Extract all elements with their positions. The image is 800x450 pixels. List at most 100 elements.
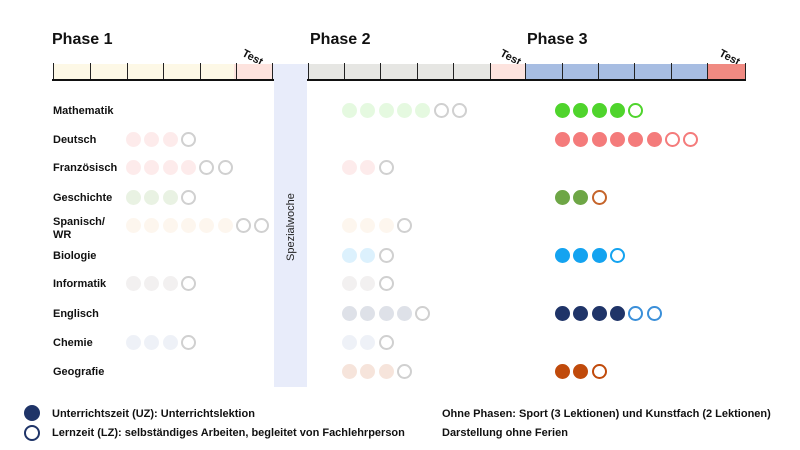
subject-label: Spanisch/ WR: [53, 216, 105, 241]
lz-lesson-dot: [664, 132, 680, 147]
uz-lesson-dot: [162, 276, 178, 291]
subject-label: Geschichte: [53, 192, 113, 204]
subject-label: Informatik: [53, 278, 107, 290]
uz-lesson-dot: [342, 335, 357, 350]
uz-lesson-dot: [342, 364, 357, 379]
uz-lesson-dot: [342, 218, 357, 233]
uz-lesson-dot: [396, 103, 412, 118]
uz-lesson-dot: [144, 132, 160, 147]
uz-lesson-dot: [573, 103, 589, 118]
uz-lesson-dot: [162, 218, 178, 233]
phase-2-segment: [308, 64, 490, 80]
lz-lesson-dot: [646, 306, 662, 321]
subject-label: Geografie: [53, 366, 105, 378]
phase-3-segment: [525, 64, 707, 80]
phase-2-title: Phase 2: [310, 31, 371, 48]
uz-lesson-dot: [378, 103, 394, 118]
lz-lesson-dot: [628, 103, 644, 118]
uz-lesson-dot: [555, 248, 570, 263]
subject-label: Biologie: [53, 250, 97, 262]
uz-lesson-dot: [555, 132, 570, 147]
lz-lesson-dot: [180, 335, 196, 350]
uz-lesson-dot: [609, 306, 625, 321]
timeline-tick: [453, 63, 454, 80]
test-2-segment: [490, 64, 525, 80]
timeline-tick: [417, 63, 418, 80]
uz-lesson-dot: [144, 335, 160, 350]
special-week-column: [274, 64, 307, 387]
lz-lesson-dot: [628, 306, 644, 321]
test-1-segment: [234, 64, 272, 80]
uz-lesson-dot: [609, 103, 625, 118]
timeline-tick: [525, 63, 526, 80]
uz-lesson-dot: [573, 132, 589, 147]
lz-lesson-dot: [180, 190, 196, 205]
lz-lesson-dot: [609, 248, 625, 263]
uz-lesson-dot: [415, 103, 431, 118]
test-3-segment: [707, 64, 745, 80]
uz-lesson-dot: [555, 103, 570, 118]
phase-1-title: Phase 1: [52, 31, 113, 48]
uz-lesson-dot: [180, 218, 196, 233]
uz-lesson-dot: [180, 160, 196, 175]
uz-lesson-dot: [162, 190, 178, 205]
uz-lesson-dot: [360, 335, 376, 350]
uz-lesson-dot: [342, 103, 357, 118]
uz-lesson-dot: [573, 248, 589, 263]
lz-lesson-dot: [235, 218, 251, 233]
uz-lesson-dot: [144, 276, 160, 291]
phase-1-segment: [53, 64, 234, 80]
lz-lesson-dot: [433, 103, 449, 118]
uz-legend-text: Unterrichtszeit (UZ): Unterrichtslektion: [52, 408, 255, 420]
timeline-tick: [562, 63, 563, 80]
uz-lesson-dot: [126, 160, 141, 175]
timeline-tick: [490, 63, 491, 80]
uz-lesson-dot: [342, 160, 357, 175]
lz-lesson-dot: [378, 276, 394, 291]
timeline-tick: [53, 63, 54, 80]
lz-lesson-dot: [415, 306, 431, 321]
uz-lesson-dot: [144, 160, 160, 175]
uz-lesson-dot: [342, 276, 357, 291]
note-without-phases: Ohne Phasen: Sport (3 Lektionen) und Kun…: [442, 408, 771, 420]
lz-lesson-dot: [591, 190, 607, 205]
uz-lesson-dot: [396, 306, 412, 321]
uz-lesson-dot: [162, 132, 178, 147]
uz-lesson-dot: [199, 218, 215, 233]
lz-lesson-dot: [180, 276, 196, 291]
uz-lesson-dot: [360, 306, 376, 321]
timeline-tick: [344, 63, 345, 80]
uz-lesson-dot: [573, 306, 589, 321]
uz-lesson-dot: [378, 218, 394, 233]
uz-lesson-dot: [573, 190, 589, 205]
uz-lesson-dot: [126, 335, 141, 350]
subject-label: Deutsch: [53, 134, 97, 146]
uz-lesson-dot: [555, 190, 570, 205]
uz-lesson-dot: [162, 335, 178, 350]
lz-lesson-dot: [591, 364, 607, 379]
lz-lesson-dot: [396, 218, 412, 233]
uz-lesson-dot: [555, 364, 570, 379]
timeline-tick: [200, 63, 201, 80]
lz-lesson-dot: [378, 160, 394, 175]
uz-lesson-dot: [144, 218, 160, 233]
uz-lesson-dot: [609, 132, 625, 147]
uz-lesson-dot: [342, 248, 357, 263]
timeline-tick: [308, 63, 309, 80]
uz-lesson-dot: [591, 248, 607, 263]
uz-lesson-dot: [126, 132, 141, 147]
lz-lesson-dot: [180, 132, 196, 147]
lz-lesson-dot: [396, 364, 412, 379]
uz-lesson-dot: [162, 160, 178, 175]
uz-lesson-dot: [646, 132, 662, 147]
uz-lesson-dot: [144, 190, 160, 205]
phase-3-title: Phase 3: [527, 31, 588, 48]
uz-lesson-dot: [126, 218, 141, 233]
uz-lesson-dot: [591, 132, 607, 147]
special-week-label: Spezialwoche: [285, 193, 297, 261]
uz-lesson-dot: [360, 160, 376, 175]
timeline-tick: [380, 63, 381, 80]
uz-legend-dot: [24, 405, 40, 421]
uz-lesson-dot: [591, 103, 607, 118]
uz-lesson-dot: [342, 306, 357, 321]
